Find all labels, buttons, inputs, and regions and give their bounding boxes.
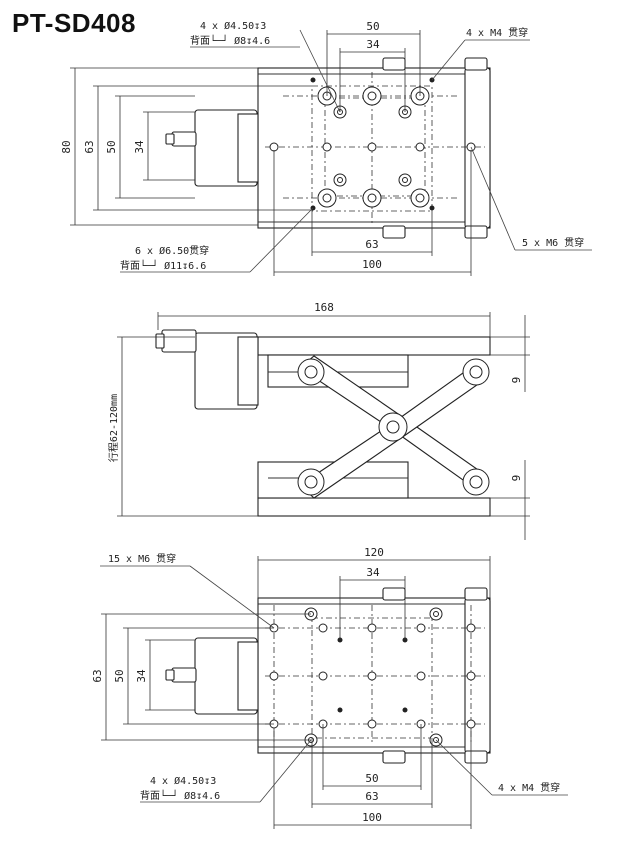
callout-m6-through: 5 x M6 贯穿 — [522, 236, 584, 249]
stroke-range: 行程62-120mm — [107, 394, 120, 462]
top-view: 80 63 50 34 50 34 63 100 4 x Ø4.50↧3 背面└… — [60, 20, 592, 276]
dim-63-horizontal-bottom: 63 — [365, 790, 378, 803]
callout-6-holes-line2: 背面└─┘ Ø11↧6.6 — [120, 259, 206, 272]
dim-9-top: 9 — [510, 377, 523, 384]
dim-34-vertical: 34 — [133, 140, 146, 154]
bottom-view: 120 34 63 50 34 50 63 100 15 x M6 贯穿 — [91, 546, 568, 829]
callout-bottom-m4-through: 4 x M4 贯穿 — [498, 781, 560, 794]
callout-bottom-counterbore-line2: 背面└─┘ Ø8↧4.6 — [140, 789, 220, 802]
callout-bottom-counterbore-line1: 4 x Ø4.50↧3 — [150, 775, 216, 787]
side-bottom-plate — [257, 497, 491, 517]
side-top-plate — [257, 336, 491, 356]
dim-34-horizontal: 34 — [366, 38, 380, 51]
page-title: PT-SD408 — [12, 8, 136, 38]
dim-100-horizontal-bottom: 100 — [362, 811, 382, 824]
callout-m4-through: 4 x M4 贯穿 — [466, 26, 528, 39]
dim-100-horizontal: 100 — [362, 258, 382, 271]
dim-120: 120 — [364, 546, 384, 559]
dim-34-horizontal-bottom: 34 — [366, 566, 380, 579]
dim-50-horizontal: 50 — [366, 20, 379, 33]
dim-63-vertical-bottom: 63 — [91, 669, 104, 682]
callout-6-holes-line1: 6 x Ø6.50贯穿 — [135, 244, 209, 257]
dim-50-vertical-bottom: 50 — [113, 669, 126, 682]
dim-34-vertical-bottom: 34 — [135, 669, 148, 683]
dim-63-horizontal: 63 — [365, 238, 378, 251]
callout-counterbore-line1: 4 x Ø4.50↧3 — [200, 20, 266, 32]
dim-80: 80 — [60, 140, 73, 153]
dim-50-vertical: 50 — [105, 140, 118, 153]
dim-168: 168 — [314, 301, 334, 314]
dim-63-vertical: 63 — [83, 140, 96, 153]
dim-9-bottom: 9 — [510, 475, 523, 482]
callout-counterbore-line2: 背面└─┘ Ø8↧4.6 — [190, 34, 270, 47]
dim-50-horizontal-bottom: 50 — [365, 772, 378, 785]
side-view: 168 行程62-120mm 9 9 — [107, 301, 530, 540]
callout-15-m6-through: 15 x M6 贯穿 — [108, 552, 176, 565]
